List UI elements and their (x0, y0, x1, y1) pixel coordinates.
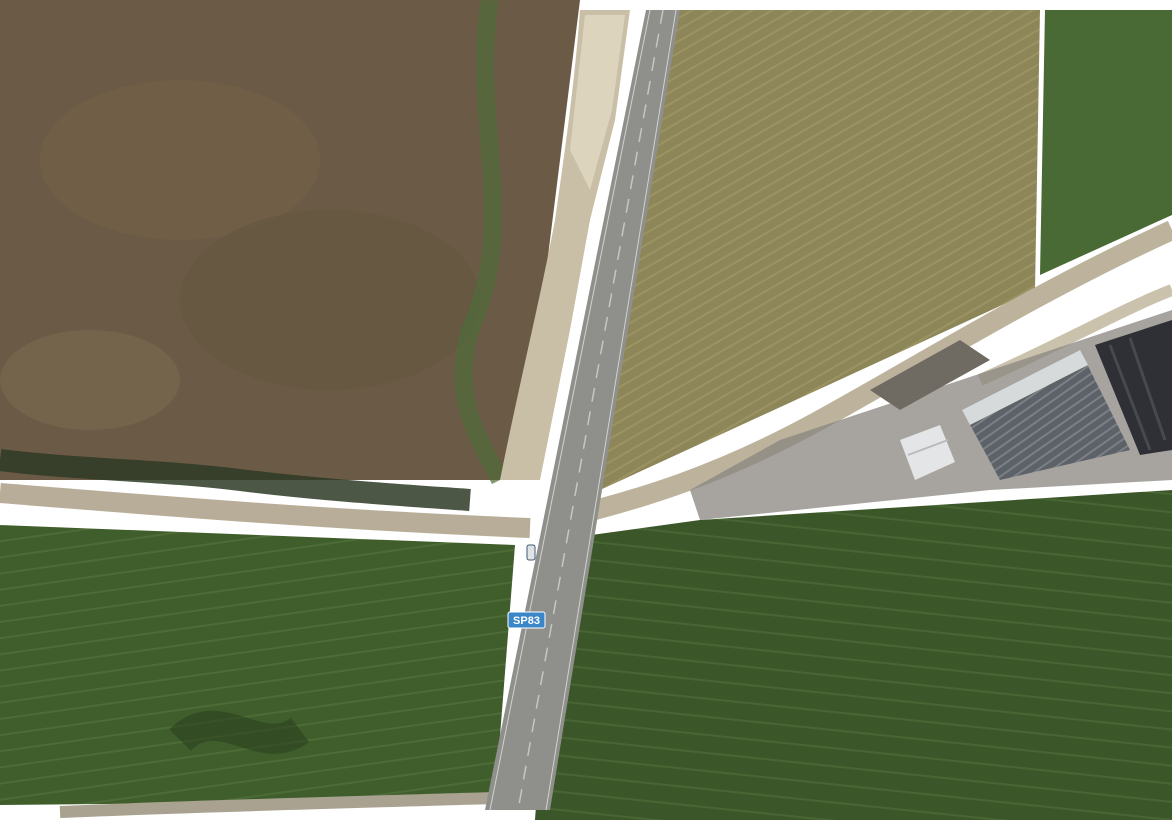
vehicle (526, 544, 536, 561)
road-label-sp83[interactable]: SP83 (507, 611, 546, 629)
barn-dark (1095, 320, 1172, 455)
greenhouse-large (962, 350, 1130, 480)
dirt-track-south (59, 792, 496, 818)
field-northeast-pale (600, 10, 1172, 490)
field-northwest-brown (0, 0, 580, 485)
sand-pile (500, 10, 630, 480)
road-label-text: SP83 (513, 615, 540, 627)
tree-row (0, 449, 471, 511)
road-sp83 (485, 9, 680, 811)
field-southeast-green (535, 490, 1172, 820)
dirt-track-west (0, 483, 531, 538)
shed-white (900, 425, 955, 480)
field-southwest-green (0, 525, 515, 805)
